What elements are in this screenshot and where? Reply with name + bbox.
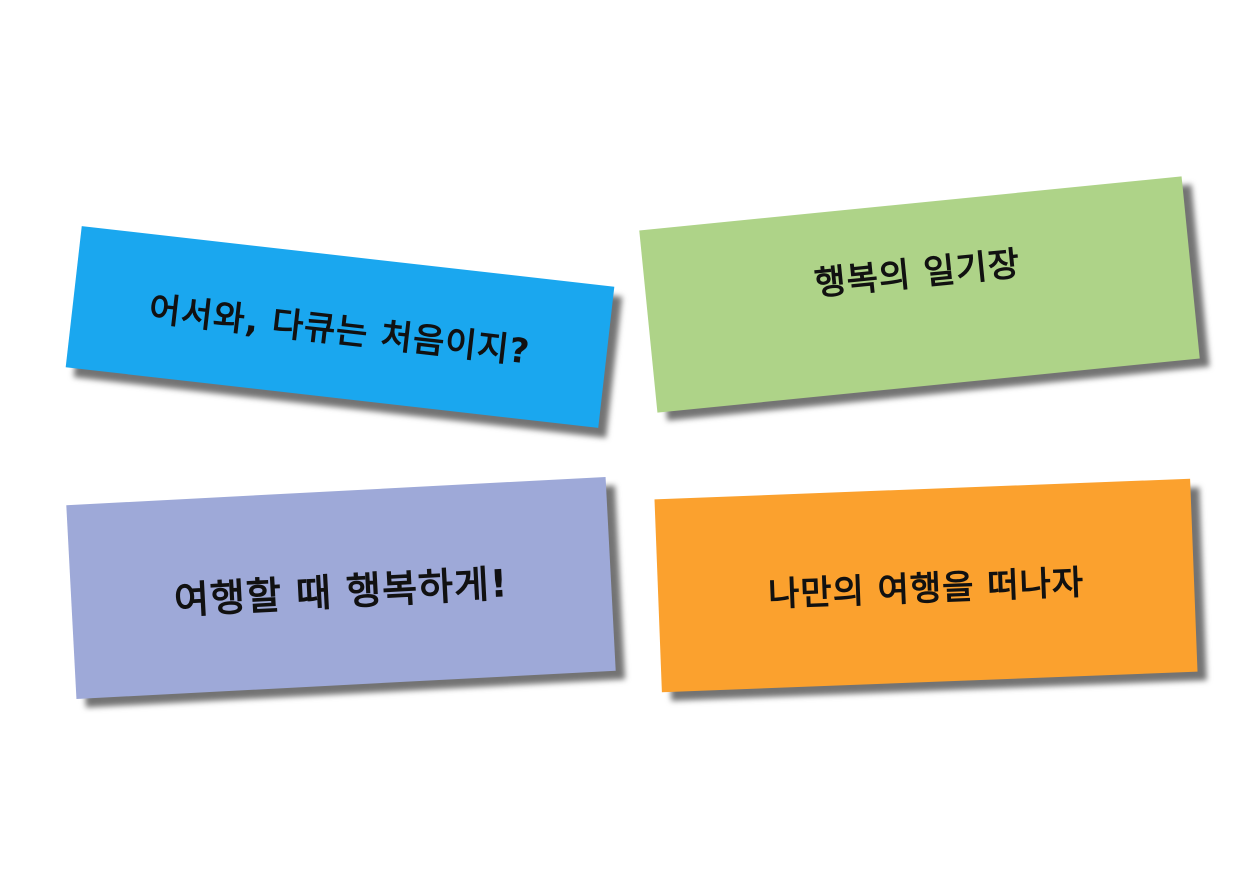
card-happy-travel-label: 여행할 때 행복하게! xyxy=(173,560,510,623)
card-happiness-diary-label: 행복의 일기장 xyxy=(812,243,1023,305)
card-happiness-diary: 행복의 일기장 xyxy=(639,176,1200,413)
card-my-journey-label: 나만의 여행을 떠나자 xyxy=(767,562,1085,616)
card-happy-travel: 여행할 때 행복하게! xyxy=(66,477,616,699)
card-welcome: 어서와, 다큐는 처음이지? xyxy=(65,226,615,428)
card-welcome-label: 어서와, 다큐는 처음이지? xyxy=(147,288,533,373)
card-my-journey: 나만의 여행을 떠나자 xyxy=(654,478,1198,693)
